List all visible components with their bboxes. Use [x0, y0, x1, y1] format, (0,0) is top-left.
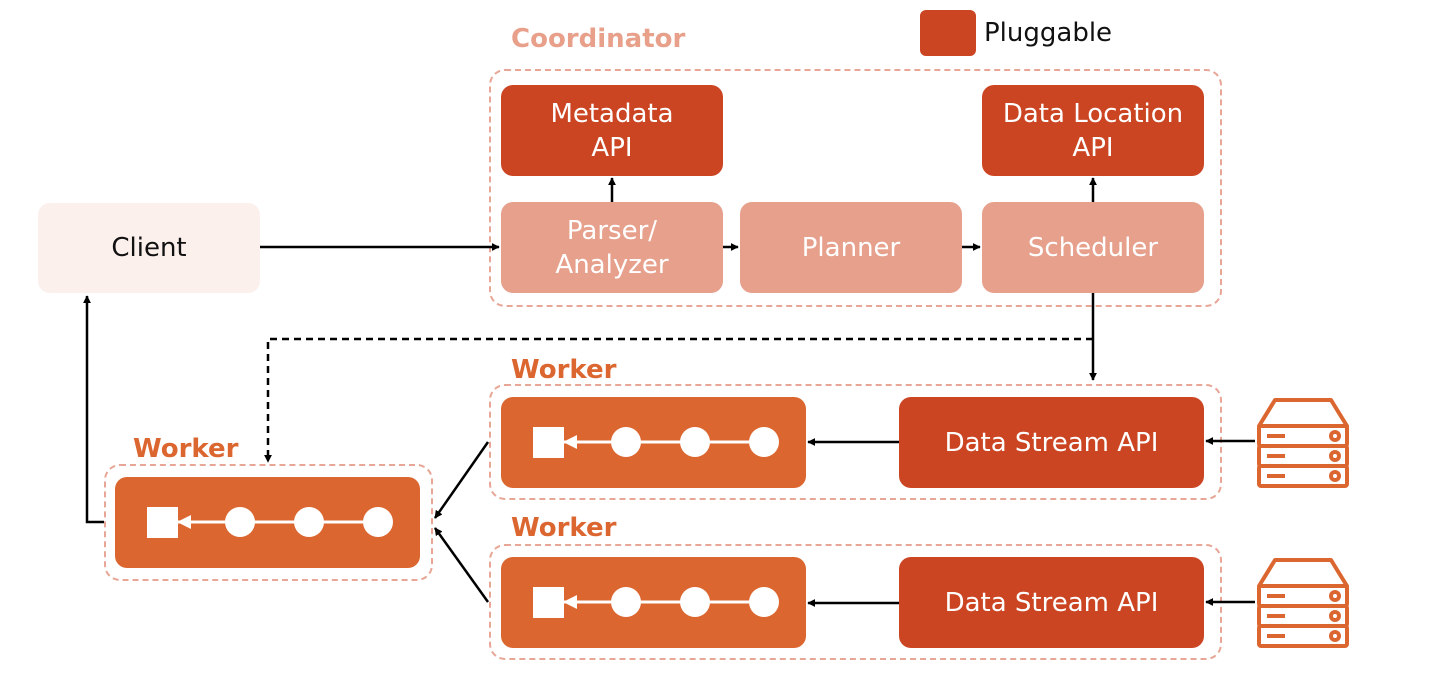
worker-bottom-label: Worker: [511, 513, 617, 543]
operator-pipeline-icon: [533, 427, 779, 458]
operator-pipeline-icon: [533, 587, 779, 618]
worker-left-label: Worker: [133, 434, 239, 464]
client-box: Client: [38, 203, 260, 293]
worker-top-data-stream-api-box: Data Stream API: [899, 397, 1204, 488]
coordinator-group: [489, 69, 1222, 307]
server-rack-icon: [1257, 398, 1349, 488]
data-location-api-box: Data Location API: [982, 85, 1204, 176]
worker-top-label: Worker: [511, 355, 617, 385]
server-rack-icon: [1257, 558, 1349, 648]
worker-bottom-data-stream-api-box: Data Stream API: [899, 557, 1204, 648]
arrow-worker-left-to-client: [83, 295, 104, 524]
operator-pipeline-icon: [147, 507, 393, 538]
arrow-scheduler-to-worker-left: [264, 337, 1093, 463]
worker-bottom-pipeline-box: [501, 557, 806, 648]
metadata-api-box: Metadata API: [501, 85, 723, 176]
legend-pluggable-label: Pluggable: [984, 18, 1113, 48]
parser-analyzer-box: Parser/ Analyzer: [501, 202, 723, 293]
worker-left-group: [104, 464, 433, 581]
arrow-worker-top-to-left: [433, 441, 490, 519]
arrow-worker-bottom-to-left: [433, 527, 490, 603]
coordinator-label: Coordinator: [511, 24, 686, 54]
legend-pluggable-swatch: [920, 10, 976, 56]
worker-left-pipeline-box: [115, 477, 420, 568]
scheduler-box: Scheduler: [982, 202, 1204, 293]
worker-top-pipeline-box: [501, 397, 806, 488]
planner-box: Planner: [740, 202, 962, 293]
